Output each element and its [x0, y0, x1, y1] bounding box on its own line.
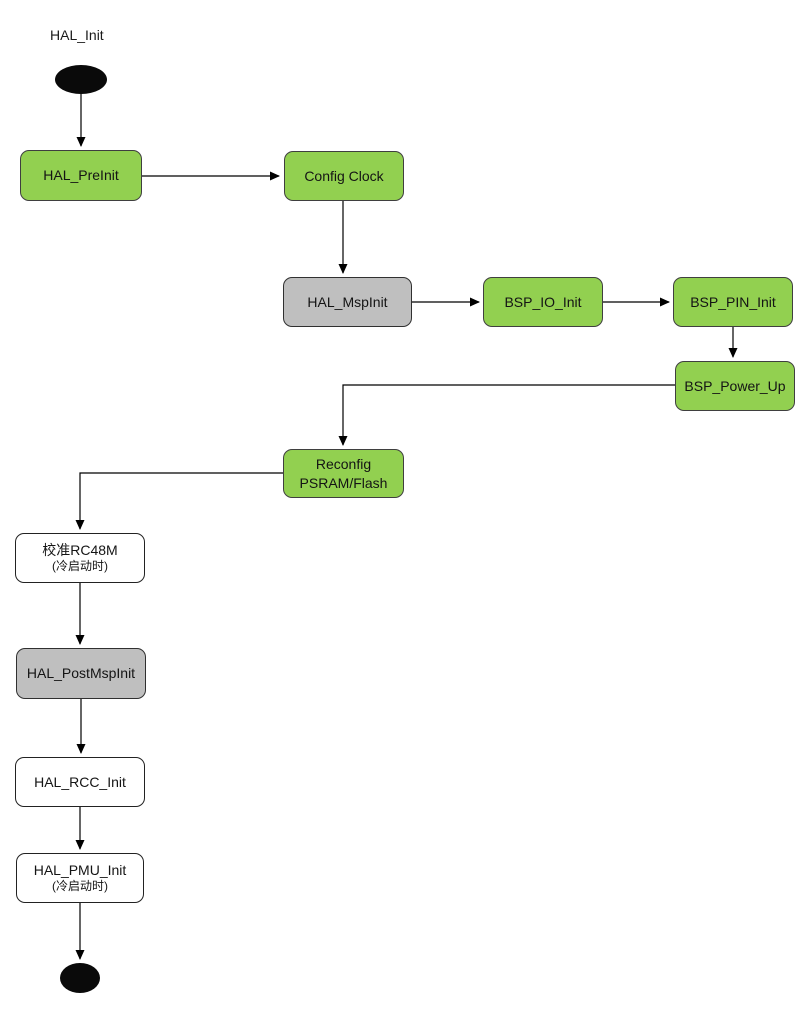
- node-label: BSP_PIN_Init: [690, 293, 776, 310]
- node-reconfig-psram-flash: Reconfig PSRAM/Flash: [283, 449, 404, 498]
- node-label: BSP_IO_Init: [504, 293, 582, 310]
- node-bsp-io-init: BSP_IO_Init: [483, 277, 603, 327]
- node-hal-pmu-init: HAL_PMU_Init (冷启动时): [16, 853, 144, 903]
- node-label-line1: Reconfig: [315, 456, 372, 473]
- node-label-line2: (冷启动时): [52, 559, 108, 574]
- node-calibrate-rc48m: 校准RC48M (冷启动时): [15, 533, 145, 583]
- node-label: Config Clock: [304, 167, 384, 184]
- node-hal-mspinit: HAL_MspInit: [283, 277, 412, 327]
- node-label: HAL_PreInit: [43, 167, 119, 184]
- flow-title: HAL_Init: [50, 27, 104, 43]
- node-label: HAL_PostMspInit: [26, 665, 136, 682]
- node-label: HAL_RCC_Init: [34, 773, 126, 790]
- start-node: [55, 65, 107, 94]
- node-label: HAL_MspInit: [307, 293, 388, 310]
- node-label-line2: (冷启动时): [52, 879, 108, 894]
- node-label-line1: 校准RC48M: [42, 542, 118, 559]
- node-label-line1: HAL_PMU_Init: [33, 862, 127, 879]
- node-hal-rcc-init: HAL_RCC_Init: [15, 757, 145, 807]
- node-bsp-power-up: BSP_Power_Up: [675, 361, 795, 411]
- end-node: [60, 963, 100, 993]
- node-hal-preinit: HAL_PreInit: [20, 150, 142, 201]
- node-config-clock: Config Clock: [284, 151, 404, 201]
- node-label-line2: PSRAM/Flash: [299, 474, 388, 491]
- node-hal-postmspinit: HAL_PostMspInit: [16, 648, 146, 699]
- node-bsp-pin-init: BSP_PIN_Init: [673, 277, 793, 327]
- node-label: BSP_Power_Up: [684, 377, 786, 394]
